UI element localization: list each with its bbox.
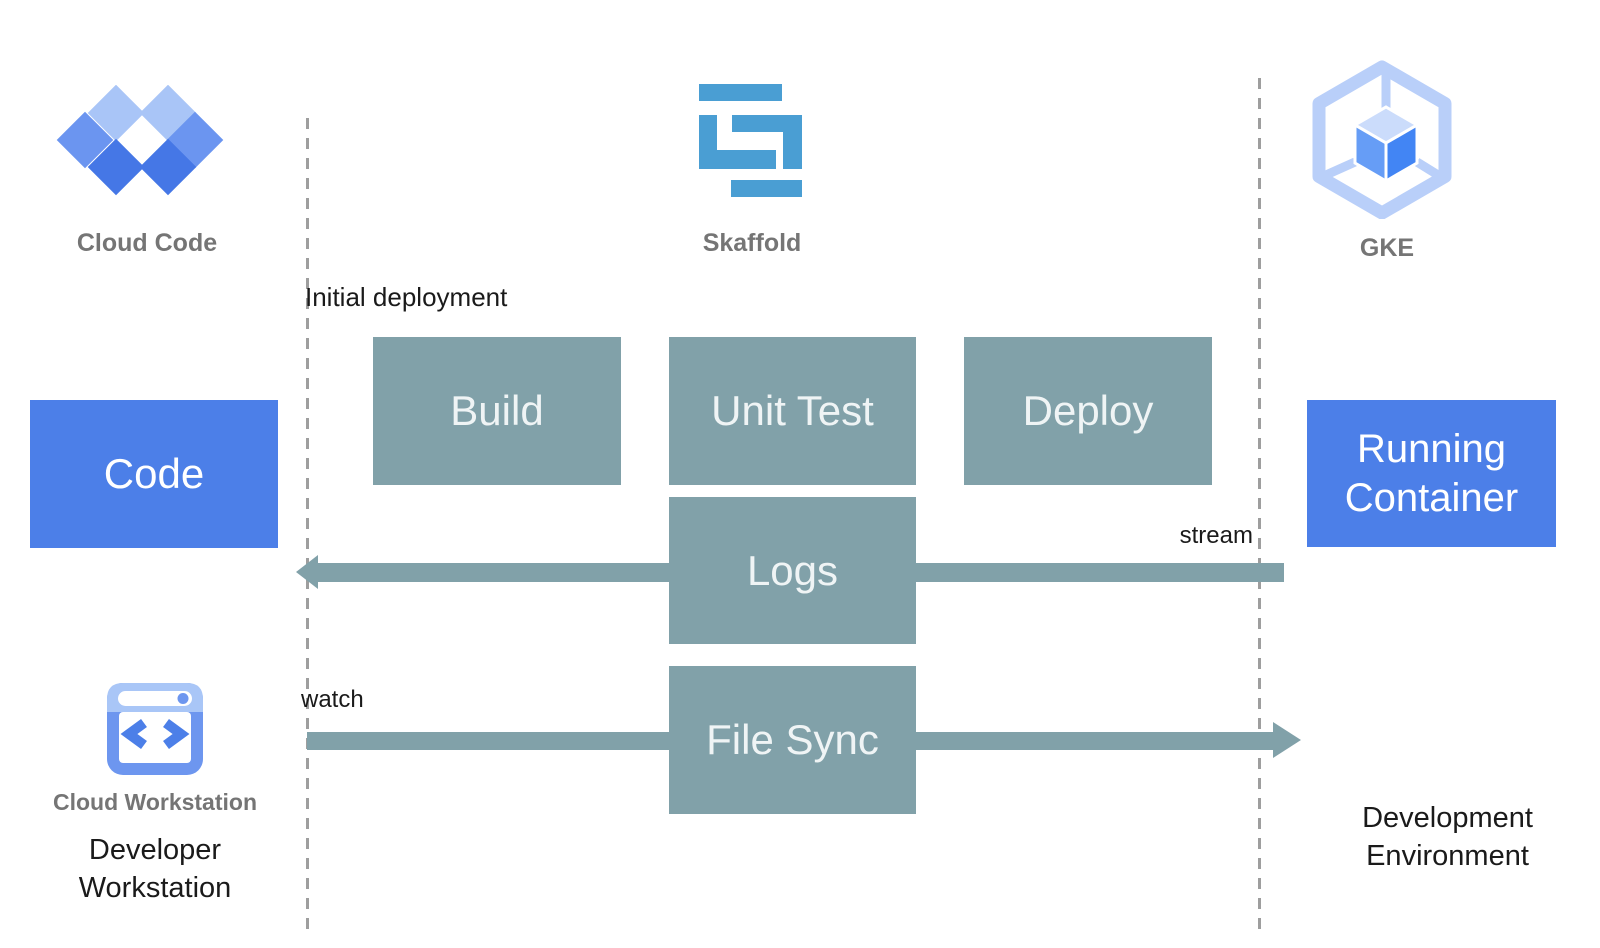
logs-box: Logs — [669, 497, 916, 644]
initial-deployment-label: Initial deployment — [305, 282, 508, 312]
file-sync-box: File Sync — [669, 666, 916, 814]
deploy-box: Deploy — [964, 337, 1212, 485]
skaffold-icon — [699, 84, 802, 197]
gke-icon — [1312, 60, 1452, 219]
stream-label: stream — [1179, 522, 1253, 549]
lane-divider-right — [1258, 78, 1261, 930]
build-box: Build — [373, 337, 621, 485]
gke-label: GKE — [1359, 234, 1415, 262]
logs-arrow-head-icon — [296, 555, 318, 589]
running-container-box: Running Container — [1307, 400, 1556, 547]
unit-test-box: Unit Test — [669, 337, 916, 485]
cloud-workstation-label: Cloud Workstation — [52, 789, 257, 815]
cloud-code-icon — [56, 85, 224, 196]
watch-label: watch — [301, 686, 364, 713]
lane-divider-left — [306, 118, 309, 930]
skaffold-label: Skaffold — [702, 229, 802, 257]
cloud-code-label: Cloud Code — [76, 229, 218, 257]
code-box: Code — [30, 400, 278, 548]
file-sync-arrow-head-icon — [1273, 722, 1301, 758]
development-environment-label: Development Environment — [1362, 802, 1533, 872]
cloud-workstation-icon — [107, 683, 203, 775]
developer-workstation-label: Developer Workstation — [78, 834, 232, 904]
